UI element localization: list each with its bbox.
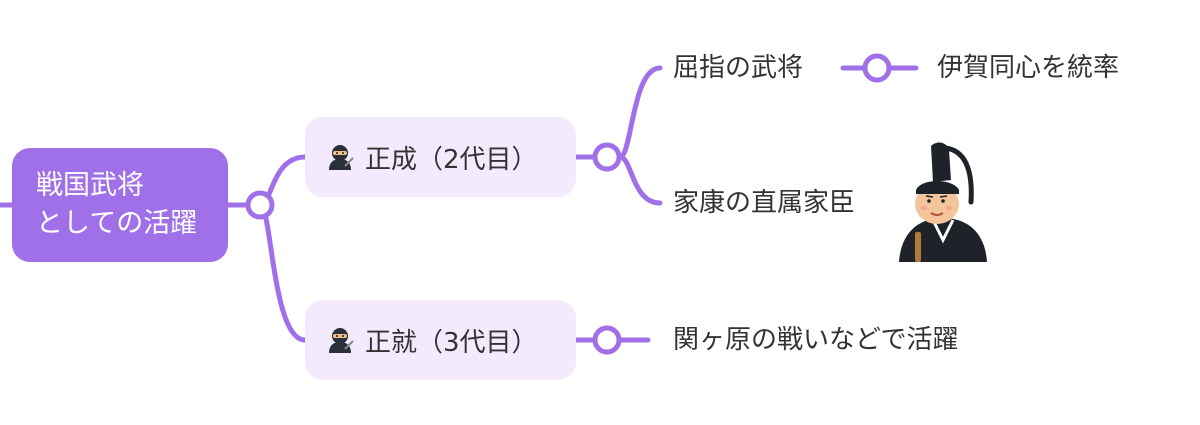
leaf1-connector-line bbox=[617, 65, 663, 160]
leaf-node-top-general[interactable]: 屈指の武将 bbox=[673, 53, 804, 83]
samurai-illustration bbox=[899, 142, 987, 262]
leaf-node-iga-doshin[interactable]: 伊賀同心を統率 bbox=[937, 53, 1120, 83]
root-node[interactable]: 戦国武将 としての活躍 bbox=[12, 148, 228, 262]
branch2-junction-dot bbox=[592, 325, 622, 355]
root-junction-dot bbox=[245, 190, 275, 220]
root-label: 戦国武将 としての活躍 bbox=[36, 170, 198, 239]
ninja-icon bbox=[329, 328, 354, 353]
branch-label-masanari-3rd: 正就（3代目） bbox=[365, 327, 538, 358]
ninja-icon bbox=[329, 145, 354, 170]
branch-node-masanari-3rd[interactable]: 正就（3代目） bbox=[305, 300, 576, 380]
leaf-node-direct-vassal[interactable]: 家康の直属家臣 bbox=[673, 188, 856, 218]
leaf-node-sekigahara[interactable]: 関ヶ原の戦いなどで活躍 bbox=[673, 325, 959, 355]
branch-node-masanari[interactable]: 正成（2代目） bbox=[305, 117, 576, 197]
branch-label-masanari: 正成（2代目） bbox=[365, 144, 538, 175]
leaf1-junction-dot bbox=[862, 53, 892, 83]
leaf2-connector-line bbox=[617, 154, 663, 206]
branch2-connector-line bbox=[257, 202, 308, 343]
branch1-junction-dot bbox=[592, 142, 622, 172]
